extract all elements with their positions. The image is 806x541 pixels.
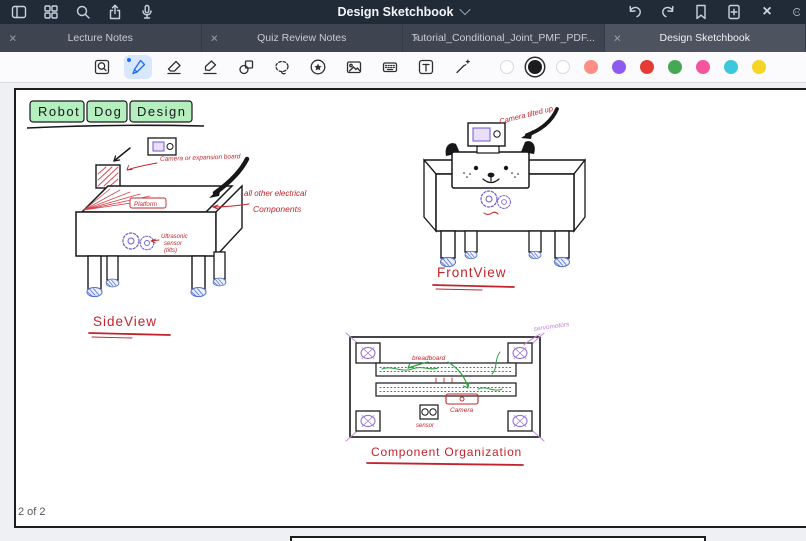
ultrasonic-note-2: sensor (164, 241, 183, 247)
undo-icon[interactable] (626, 3, 644, 21)
keyboard-tool-button[interactable] (376, 55, 404, 79)
tab-close-icon[interactable]: × (210, 30, 219, 46)
pen-tool-button[interactable] (124, 55, 152, 79)
side-view-sketch: Camera or expansion board Platform Ultra… (75, 137, 306, 339)
pen-color-dot (127, 58, 131, 62)
electrical-note-2: Components (253, 204, 302, 214)
title-word-2: Dog (94, 104, 122, 119)
title-word-1: Robot (38, 104, 80, 119)
topbar-right-group: × (626, 3, 806, 21)
laser-pointer-tool-button[interactable] (448, 55, 476, 79)
ultrasonic-note-3: (tilts) (164, 248, 177, 254)
image-tool-button[interactable] (340, 55, 368, 79)
color-swatch-3[interactable] (584, 60, 598, 74)
sidebar-icon[interactable] (10, 3, 28, 21)
sketch-title: Robot Dog Design (26, 100, 205, 129)
electrical-note-1: all other electrical (244, 189, 306, 198)
color-swatch-7[interactable] (696, 60, 710, 74)
elements-tool-button[interactable] (304, 55, 332, 79)
canvas-area: Robot Dog Design Camera or expansion boa… (0, 82, 806, 541)
redo-icon[interactable] (659, 3, 677, 21)
side-view-label: SideView (93, 314, 157, 329)
front-view-label: FrontView (437, 265, 507, 280)
chevron-down-icon (458, 3, 471, 15)
microphone-icon[interactable] (138, 3, 156, 21)
tab-label: Quiz Review Notes (257, 32, 347, 44)
lasso-tool-button[interactable] (268, 55, 296, 79)
shapes-tool-button[interactable] (232, 55, 260, 79)
org-sensor-label: sensor (416, 423, 435, 429)
sketch-layer: Robot Dog Design Camera or expansion boa… (26, 100, 586, 466)
notebook-page[interactable] (14, 88, 806, 528)
color-swatch-8[interactable] (724, 60, 738, 74)
tab-label: Lecture Notes (67, 32, 133, 44)
app-topbar: Design Sketchbook × (0, 0, 806, 24)
color-swatch-5[interactable] (640, 60, 654, 74)
tab-lecture-notes[interactable]: × Lecture Notes (0, 24, 202, 52)
org-camera-label: Camera (450, 407, 474, 414)
color-swatch-6[interactable] (668, 60, 682, 74)
tab-design-sketchbook[interactable]: × Design Sketchbook (604, 24, 806, 52)
topbar-left-group (0, 3, 156, 21)
more-icon[interactable] (791, 3, 800, 21)
editing-toolbar (0, 52, 806, 83)
side-camera-note: Camera or expansion board (160, 153, 241, 163)
component-organization-sketch: breadboard Camera sensor servomotors Com… (345, 321, 570, 466)
tab-quiz-review-notes[interactable]: × Quiz Review Notes (202, 24, 403, 52)
breadboard-label: breadboard (412, 355, 446, 362)
tab-close-icon[interactable]: × (9, 30, 17, 46)
highlighter-tool-button[interactable] (196, 55, 224, 79)
tool-group (88, 55, 476, 79)
color-swatch-9[interactable] (752, 60, 766, 74)
platform-label: Platform (134, 201, 157, 208)
servo-label: servomotors (533, 321, 570, 333)
color-swatch-4[interactable] (612, 60, 626, 74)
share-icon[interactable] (106, 3, 124, 21)
color-swatches (500, 60, 766, 74)
zoom-tool-button[interactable] (88, 55, 116, 79)
page-indicator: 2 of 2 (18, 506, 46, 518)
next-page-preview[interactable] (290, 536, 706, 541)
color-swatch-2[interactable] (556, 60, 570, 74)
grid-icon[interactable] (42, 3, 60, 21)
title-word-3: Design (137, 104, 186, 119)
component-org-label: Component Organization (371, 445, 522, 459)
eraser-tool-button[interactable] (160, 55, 188, 79)
add-page-icon[interactable] (725, 3, 743, 21)
tab-close-icon[interactable]: × (412, 30, 420, 46)
tab-close-icon[interactable]: × (613, 30, 622, 46)
tab-bar: × Lecture Notes × Quiz Review Notes × Tu… (0, 24, 806, 52)
bookmark-icon[interactable] (692, 3, 710, 21)
text-tool-button[interactable] (412, 55, 440, 79)
search-icon[interactable] (74, 3, 92, 21)
tab-label: Design Sketchbook (659, 32, 750, 44)
tab-tutorial-pdf[interactable]: × Tutorial_Conditional_Joint_PMF_PDF... (403, 24, 605, 52)
ultrasonic-note-1: Ultrasonic (161, 234, 188, 240)
color-swatch-0[interactable] (500, 60, 514, 74)
document-title: Design Sketchbook (337, 5, 454, 19)
close-icon[interactable]: × (762, 3, 772, 20)
tab-label: Tutorial_Conditional_Joint_PMF_PDF... (411, 32, 595, 44)
color-swatch-1[interactable] (528, 60, 542, 74)
front-view-sketch: Camera tilted up FrontView (423, 104, 586, 291)
